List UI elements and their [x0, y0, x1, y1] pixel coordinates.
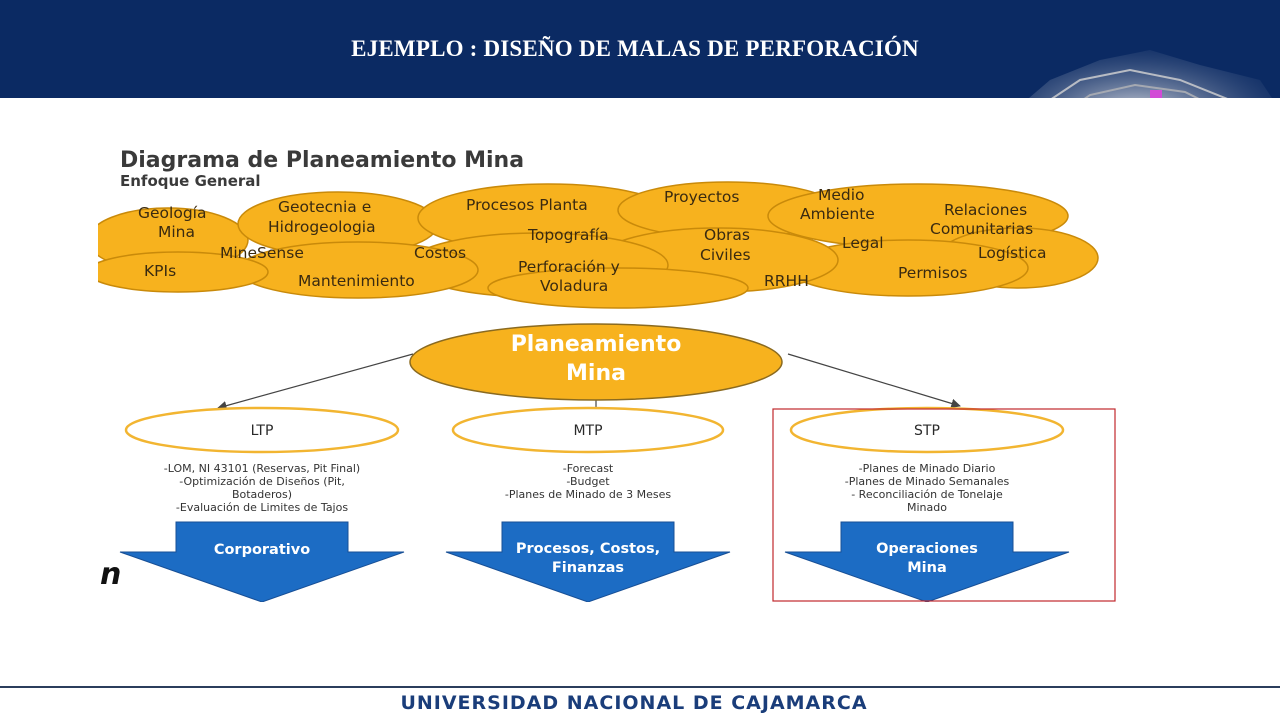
mine-terrain-image: [1029, 50, 1272, 98]
connector-stp: [787, 353, 961, 409]
cloud-label: Relaciones: [944, 201, 1027, 219]
cloud-label: KPIs: [144, 262, 176, 280]
target-label: Operaciones: [876, 541, 978, 557]
cloud-label: Comunitarias: [930, 220, 1033, 238]
target-label: Finanzas: [552, 560, 624, 576]
target-arrow-operaciones: Operaciones Mina: [784, 521, 1070, 602]
level-ltp: LTP -LOM, NI 43101 (Reservas, Pit Final)…: [124, 406, 400, 514]
target-label: Mina: [907, 560, 947, 576]
level-description: -Budget: [566, 475, 610, 488]
center-node-line1: Planeamiento: [511, 332, 682, 357]
level-description: -Optimización de Diseños (Pit,: [179, 475, 345, 488]
cloud-label: Costos: [414, 244, 466, 262]
level-description: -Planes de Minado de 3 Meses: [505, 488, 672, 501]
cloud-label: RRHH: [764, 272, 809, 290]
diagram-title: Diagrama de Planeamiento Mina: [120, 148, 524, 173]
cloud-label: Topografía: [527, 226, 609, 244]
level-label: LTP: [251, 423, 274, 439]
target-arrow-corporativo: Corporativo: [119, 521, 405, 602]
level-description: -Planes de Minado Semanales: [845, 475, 1010, 488]
cloud-label: MineSense: [220, 244, 304, 262]
cloud-label: Perforación y: [518, 258, 620, 276]
level-description: -LOM, NI 43101 (Reservas, Pit Final): [164, 462, 360, 475]
cloud-label: Logística: [978, 244, 1046, 262]
level-mtp: MTP -Forecast -Budget -Planes de Minado …: [451, 406, 725, 501]
target-label: Procesos, Costos,: [516, 541, 660, 557]
diagram-subtitle: Enfoque General: [120, 172, 261, 190]
level-description: -Forecast: [563, 462, 614, 475]
cloud-label: Procesos Planta: [466, 196, 588, 214]
slide-header: EJEMPLO : DISEÑO DE MALAS DE PERFORACIÓN: [0, 0, 1280, 98]
cloud-label: Permisos: [898, 264, 967, 282]
planning-diagram: Diagrama de Planeamiento Mina Enfoque Ge…: [98, 140, 1116, 602]
center-node-line2: Mina: [566, 361, 626, 386]
cloud-label: Proyectos: [664, 188, 739, 206]
cloud-label: Obras: [704, 226, 750, 244]
level-description: -Planes de Minado Diario: [859, 462, 996, 475]
level-stp: STP -Planes de Minado Diario -Planes de …: [789, 406, 1065, 514]
connector-ltp: [217, 353, 414, 411]
center-node: Planeamiento Mina: [409, 323, 783, 401]
level-description: - Reconciliación de Tonelaje: [851, 488, 1003, 501]
cloud-labels: Geología Mina Geotecnia e Hidrogeologia …: [138, 186, 1046, 295]
logo-fragment: n: [100, 557, 121, 592]
target-arrow-procesos: Procesos, Costos, Finanzas: [445, 521, 731, 602]
cloud-label: Ambiente: [800, 205, 875, 223]
cloud-label: Civiles: [700, 246, 751, 264]
cloud-label: Medio: [818, 186, 865, 204]
cloud-label: Geología: [138, 204, 206, 222]
cloud-label: Hidrogeologia: [268, 218, 376, 236]
slide-title: EJEMPLO : DISEÑO DE MALAS DE PERFORACIÓN: [351, 36, 919, 61]
cloud-label: Voladura: [540, 277, 608, 295]
level-description: Botaderos): [232, 488, 292, 501]
level-label: STP: [914, 423, 940, 439]
level-description: -Evaluación de Limites de Tajos: [176, 501, 348, 514]
stp-highlight-box: [772, 408, 1116, 602]
level-label: MTP: [573, 423, 602, 439]
footer-divider: [0, 686, 1280, 688]
influence-cloud: [98, 181, 1099, 309]
cloud-label: Mantenimiento: [298, 272, 415, 290]
cloud-label: Legal: [842, 234, 884, 252]
level-description: Minado: [907, 501, 947, 514]
cloud-label: Geotecnia e: [278, 198, 371, 216]
footer-university: UNIVERSIDAD NACIONAL DE CAJAMARCA: [400, 692, 868, 714]
target-label: Corporativo: [214, 542, 310, 558]
cloud-label: Mina: [158, 223, 195, 241]
